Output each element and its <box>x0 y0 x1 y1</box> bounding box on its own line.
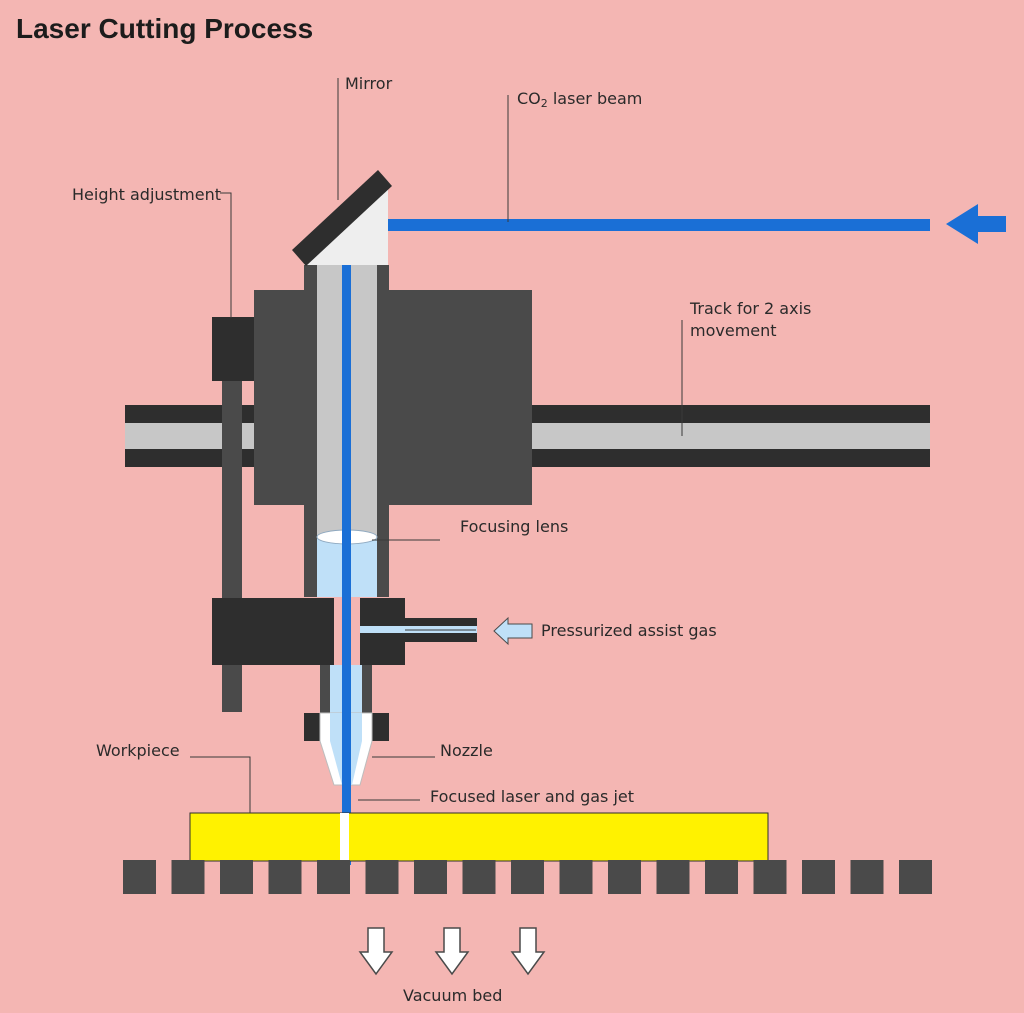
label-assist-gas: Pressurized assist gas <box>541 621 717 640</box>
gas-inlet-block <box>212 598 477 665</box>
bed-slat <box>559 860 593 894</box>
bed-slat <box>802 860 835 894</box>
bed-slat <box>850 860 884 894</box>
leader-lines <box>190 78 683 813</box>
label-height-adjustment: Height adjustment <box>72 185 221 204</box>
vacuum-bed-slats <box>123 860 932 894</box>
bed-slat <box>123 860 156 894</box>
vacuum-bed-arrows <box>358 927 546 976</box>
label-nozzle: Nozzle <box>440 741 493 760</box>
down-arrow-icon <box>358 927 394 976</box>
label-focused-jet: Focused laser and gas jet <box>430 787 634 806</box>
bed-slat <box>705 860 738 894</box>
label-co2-laser-beam: CO2 laser beam <box>517 89 642 110</box>
label-focusing-lens: Focusing lens <box>460 517 568 536</box>
label-track-line1: Track for 2 axis <box>689 299 811 318</box>
down-arrow-icon <box>510 927 546 976</box>
label-workpiece: Workpiece <box>96 741 180 760</box>
co2-laser-beam <box>388 219 930 231</box>
bed-slat <box>899 860 932 894</box>
label-track-line2: movement <box>690 321 777 340</box>
bed-slat <box>511 860 544 894</box>
bed-slat <box>462 860 496 894</box>
label-mirror: Mirror <box>345 74 393 93</box>
bed-slat <box>220 860 253 894</box>
mirror <box>292 170 392 266</box>
bed-slat <box>608 860 641 894</box>
gas-arrow-icon <box>493 616 533 646</box>
diagram-title: Laser Cutting Process <box>16 13 313 44</box>
bed-slat <box>171 860 205 894</box>
vertical-laser-beam <box>342 265 351 865</box>
bed-slat <box>414 860 447 894</box>
bed-slat <box>656 860 690 894</box>
bed-slat <box>753 860 787 894</box>
bed-slat <box>365 860 399 894</box>
bed-slat <box>268 860 302 894</box>
beam-arrow-icon <box>946 204 1006 244</box>
cut-kerf <box>340 813 349 861</box>
carriage-block <box>254 290 532 505</box>
workpiece <box>189 812 769 862</box>
down-arrow-icon <box>434 927 470 976</box>
label-vacuum-bed: Vacuum bed <box>403 986 502 1005</box>
bed-slat <box>317 860 350 894</box>
